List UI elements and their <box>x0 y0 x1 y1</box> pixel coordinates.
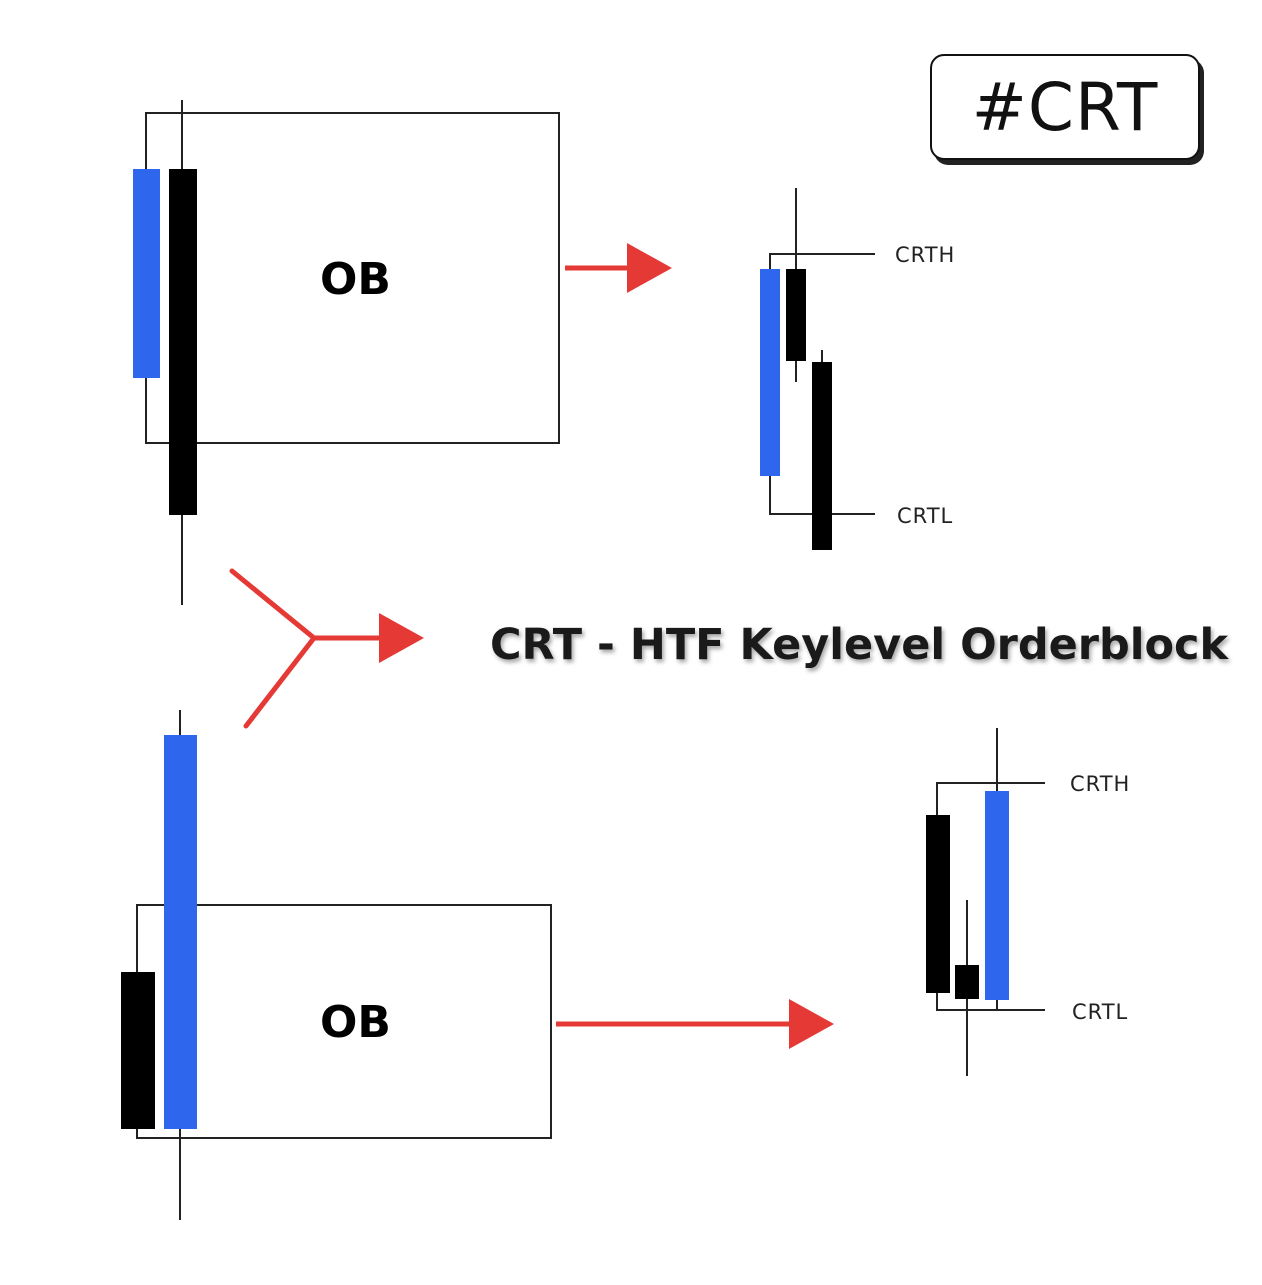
bottom-crtl-line <box>936 993 1045 1011</box>
fork-arrow <box>229 568 424 729</box>
bottom-blue-candle <box>164 735 197 1129</box>
bottom-ltf-setup <box>926 728 1045 1076</box>
bottom-crth-label: CRTH <box>1070 772 1131 796</box>
top-crth-line <box>769 253 875 269</box>
top-ob-label: OB <box>320 254 391 305</box>
bottom-ob-label: OB <box>320 997 391 1048</box>
bottom-ltf-blue-candle <box>985 791 1009 1000</box>
top-crth-label: CRTH <box>895 243 956 267</box>
headline: CRT - HTF Keylevel Orderblock <box>490 620 1229 670</box>
top-blue-candle <box>133 169 160 378</box>
bottom-crtl-label: CRTL <box>1072 1000 1129 1024</box>
top-crtl-label: CRTL <box>897 504 954 528</box>
top-crtl-line <box>769 476 875 515</box>
top-ltf-black-candle-1 <box>786 269 806 361</box>
bottom-black-candle <box>121 972 155 1129</box>
crt-tag-text: #CRT <box>971 68 1159 146</box>
top-ltf-black-candle-2 <box>812 362 832 550</box>
bottom-ltf-black-candle-1 <box>926 815 950 993</box>
crt-tag-badge: #CRT <box>930 54 1200 160</box>
bottom-crth-line <box>936 782 1045 815</box>
top-black-candle <box>169 169 197 515</box>
top-ltf-blue-candle <box>760 269 780 476</box>
top-ltf-setup <box>760 188 875 550</box>
bottom-ltf-black-candle-2 <box>955 965 979 999</box>
bottom-htf-setup <box>121 710 552 1220</box>
top-htf-setup <box>133 100 560 605</box>
